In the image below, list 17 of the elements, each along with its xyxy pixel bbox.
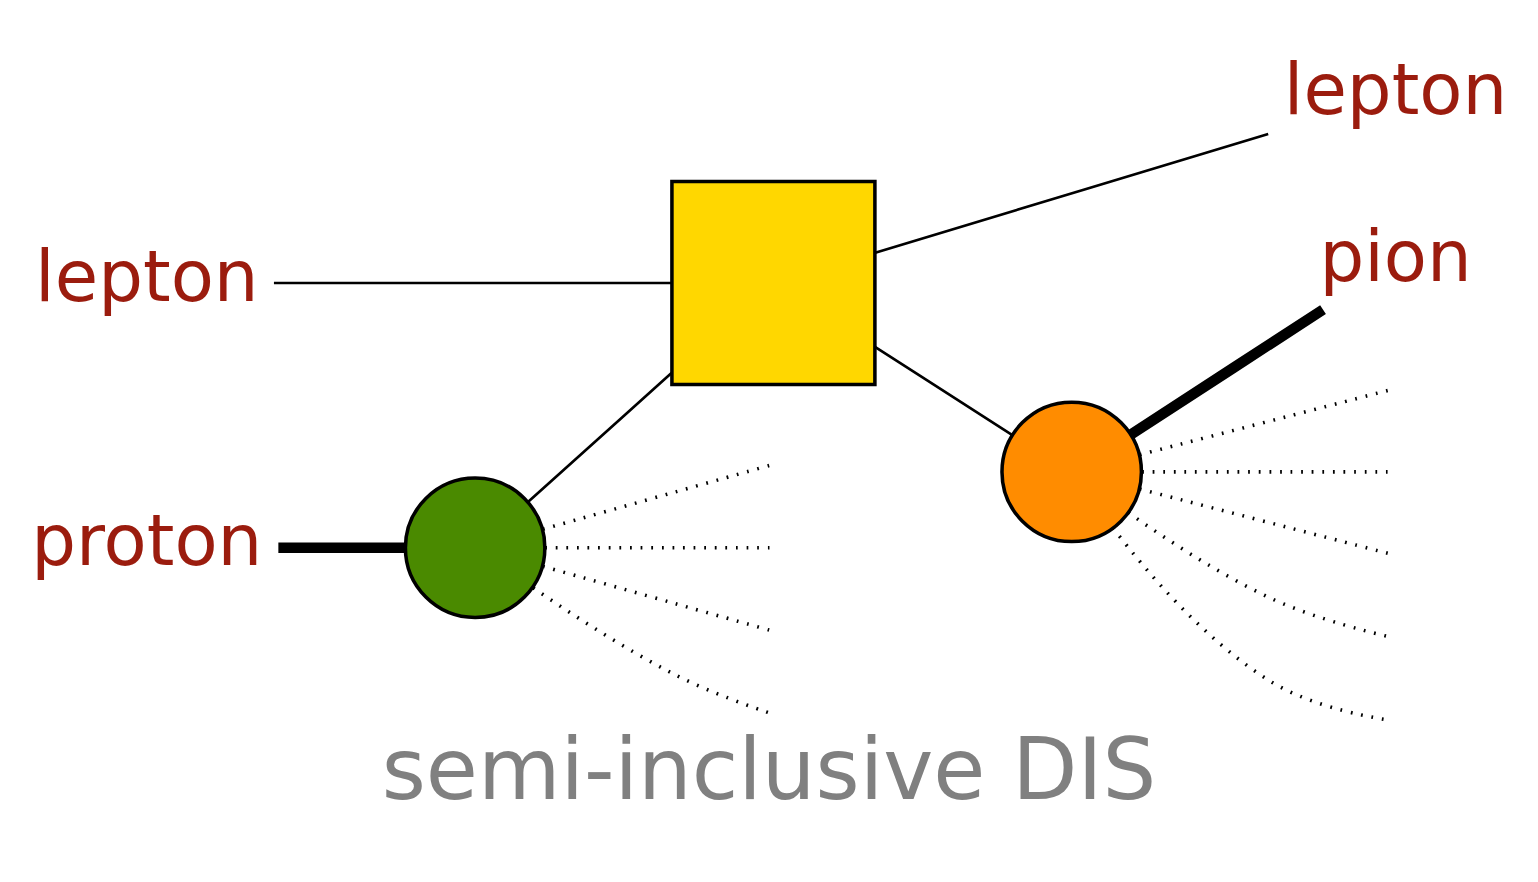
connector bbox=[542, 463, 771, 531]
node-circle bbox=[1000, 400, 1144, 544]
connector bbox=[532, 586, 770, 715]
node-circle bbox=[403, 476, 547, 620]
caption: semi-inclusive DIS bbox=[381, 720, 1157, 820]
connector bbox=[874, 132, 1269, 255]
node-box bbox=[670, 179, 877, 387]
connector bbox=[273, 281, 672, 285]
node-text: proton bbox=[31, 499, 263, 583]
connector bbox=[1127, 305, 1326, 440]
node-text: lepton bbox=[35, 234, 259, 318]
node-text: lepton bbox=[1283, 47, 1508, 131]
connector bbox=[527, 372, 673, 503]
connector bbox=[542, 564, 771, 632]
connector bbox=[874, 345, 1014, 437]
node-text: pion bbox=[1319, 215, 1472, 299]
connector bbox=[278, 542, 406, 554]
